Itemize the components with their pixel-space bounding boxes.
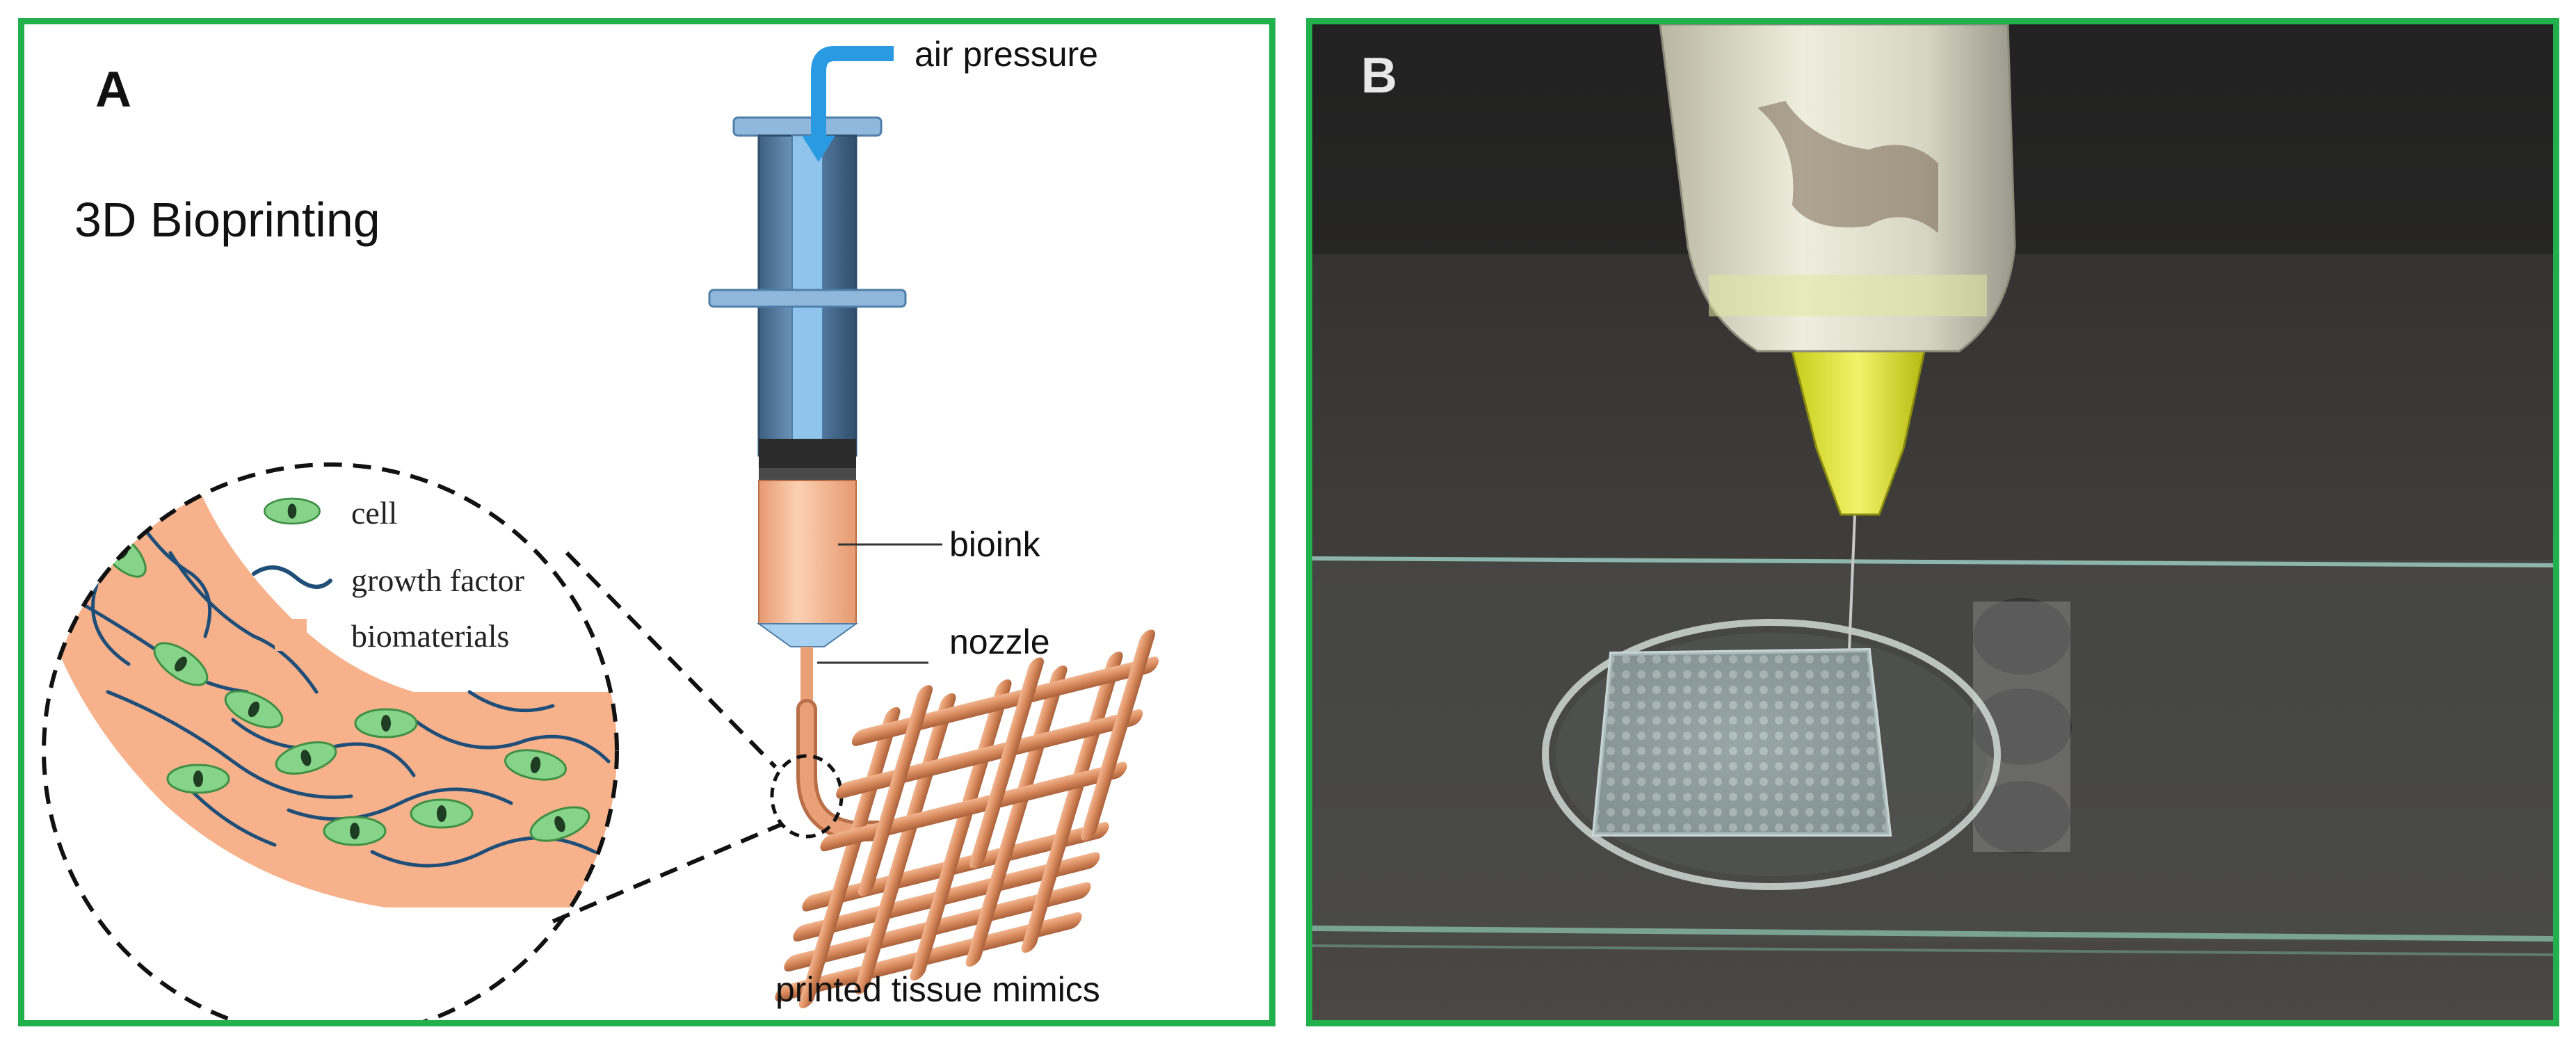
printed-tissue-label: printed tissue mimics [775,970,1100,1009]
magnified-view: cell growth factor biomaterials [42,462,619,1020]
printed-scaffold [1591,647,1892,837]
bioprinting-diagram: A 3D Bioprinting air pressu [42,35,1159,1020]
printed-tissue-lattice [775,629,1159,1008]
panel-a-letter: A [95,62,131,118]
diagram-title: 3D Bioprinting [74,193,380,247]
bioink-label: bioink [949,525,1041,564]
air-pressure-arrow [802,46,894,162]
legend-cell-icon [264,497,321,525]
cartridge-holder [1659,24,2016,353]
magnify-circle [42,462,619,1020]
bioprinter-photo: B [1312,24,2553,1020]
nozzle-tip [756,623,859,647]
panel-a-diagram: A 3D Bioprinting air pressu [18,18,1275,1026]
air-pressure-label: air pressure [915,35,1098,74]
panel-b-photo: B [1306,18,2559,1026]
legend-cell-label: cell [351,495,397,531]
petri-dish [1542,619,2001,890]
legend-growth-factor-icon [252,565,332,589]
legend-biomaterials-swatch [275,619,307,651]
needle [1848,514,1856,651]
syringe [708,116,907,709]
panel-b-letter: B [1361,48,1397,104]
legend: cell growth factor biomaterials [252,495,524,654]
legend-growth-factor-label: growth factor [351,563,524,598]
biomaterial-region [52,487,617,907]
bioink-reservoir [758,480,857,624]
legend-biomaterials-label: biomaterials [351,618,509,654]
nozzle-label: nozzle [949,622,1050,661]
